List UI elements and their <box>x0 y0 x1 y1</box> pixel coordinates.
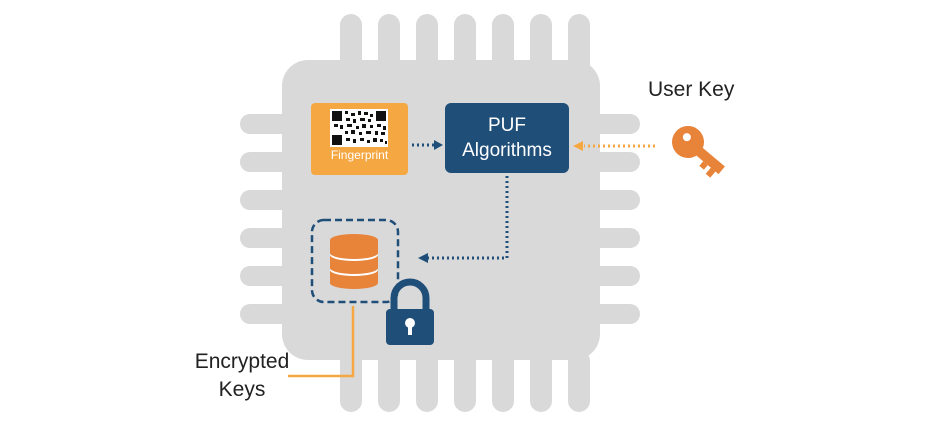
puf-to-storage-arrow <box>418 176 509 263</box>
database-icon <box>330 234 378 289</box>
puf-label-line2: Algorithms <box>462 140 552 161</box>
puf-algorithms-box <box>445 103 569 173</box>
key-icon <box>672 126 725 178</box>
puf-label-line1: PUF <box>488 115 526 136</box>
lock-icon <box>386 278 434 345</box>
encrypted-keys-line2: Keys <box>218 378 266 401</box>
qr-code-icon <box>330 109 388 147</box>
fingerprint-label: Fingerprint <box>330 148 389 162</box>
puf-algorithms-label: PUF Algorithms <box>445 113 569 163</box>
user-key-label: User Key <box>648 78 735 101</box>
fingerprint-to-puf-arrow <box>412 140 443 150</box>
encrypted-keys-callout-line <box>288 306 355 378</box>
secure-storage-frame <box>310 218 400 304</box>
encrypted-keys-line1: Encrypted <box>194 350 290 373</box>
user-key-to-puf-arrow <box>573 141 655 151</box>
encrypted-keys-label: Encrypted Keys <box>182 348 302 404</box>
